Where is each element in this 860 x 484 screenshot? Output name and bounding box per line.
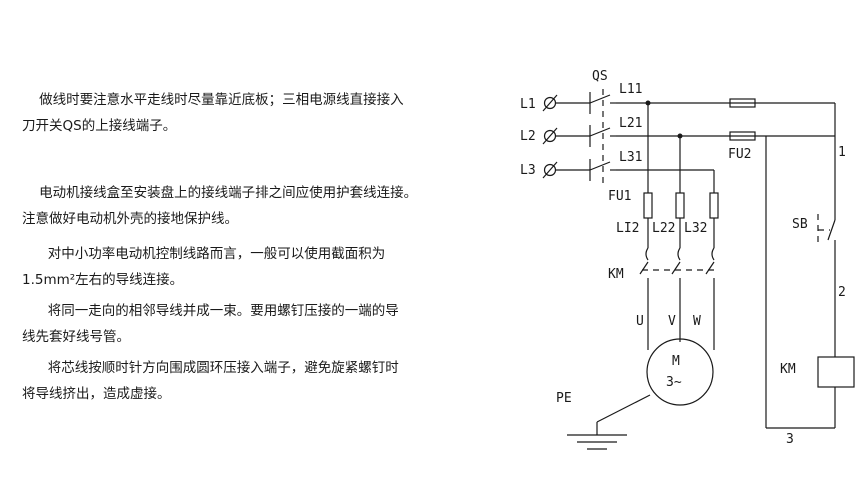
terminal-l3 (542, 161, 558, 179)
paragraph-line: 1.5mm²左右的导线连接。 (22, 272, 184, 288)
paragraph-3: 对中小功率电动机控制线路而言，一般可以使用截面积为 1.5mm²左右的导线连接。 (22, 241, 500, 293)
paragraph-line: 线先套好线号管。 (22, 329, 130, 345)
wire-l32-label: L32 (684, 221, 707, 236)
wire-l12-label: LI2 (616, 221, 639, 236)
paragraph-line: 电动机接线盒至安装盘上的接线端子排之间应使用护套线连接。 (22, 185, 418, 201)
paragraph-4: 将同一走向的相邻导线并成一束。要用螺钉压接的一端的导 线先套好线号管。 (22, 298, 500, 350)
fuse-fu2-bottom (729, 131, 756, 141)
paragraph-2: 电动机接线盒至安装盘上的接线端子排之间应使用护套线连接。 注意做好电动机外壳的接… (22, 180, 500, 232)
knife-switch-qs (589, 89, 616, 184)
wire-1-label: 1 (838, 145, 846, 160)
terminal-u-label: U (636, 314, 644, 329)
terminal-l1 (542, 94, 558, 112)
ground-icon (567, 434, 627, 450)
terminal-v-label: V (668, 314, 676, 329)
pushbutton-sb-icon (817, 214, 836, 248)
switch-qs-label: QS (592, 69, 608, 84)
motor-m-label: M (672, 354, 680, 369)
wire-pe (596, 394, 651, 423)
paragraph-line: 将导线挤出，造成虚接。 (22, 386, 171, 402)
paragraph-line: 注意做好电动机外壳的接地保护线。 (22, 211, 238, 227)
terminal-l3-label: L3 (520, 163, 536, 178)
ground-pe-label: PE (556, 391, 572, 406)
paragraph-line: 将芯线按顺时针方向围成圆环压接入端子，避免旋紧螺钉时 (22, 360, 399, 376)
wire-l11-label: L11 (619, 82, 642, 97)
wire-l22-label: L22 (652, 221, 675, 236)
paragraph-line: 将同一走向的相邻导线并成一束。要用螺钉压接的一端的导 (22, 303, 399, 319)
paragraph-line: 做线时要注意水平走线时尽量靠近底板；三相电源线直接接入 (22, 92, 404, 108)
wire-3-label: 3 (786, 432, 794, 447)
paragraph-line: 刀开关QS的上接线端子。 (22, 118, 177, 134)
fuse-fu2-top (729, 98, 756, 108)
contactor-km-main-contacts (639, 247, 715, 275)
motor-phase-label: 3~ (666, 375, 682, 390)
paragraph-5: 将芯线按顺时针方向围成圆环压接入端子，避免旋紧螺钉时 将导线挤出，造成虚接。 (22, 355, 500, 407)
contactor-km-coil (817, 356, 855, 388)
fuse-fu1 (643, 192, 719, 219)
wire-l21-label: L21 (619, 116, 642, 131)
fuse-fu1-label: FU1 (608, 189, 631, 204)
motor: M 3~ (646, 338, 714, 406)
terminal-l2-label: L2 (520, 129, 536, 144)
terminal-l1-label: L1 (520, 97, 536, 112)
wire-2-label: 2 (838, 285, 846, 300)
button-sb-label: SB (792, 217, 808, 232)
terminal-l2 (542, 127, 558, 145)
contactor-km-contact-label: KM (608, 267, 624, 282)
wiring-diagram: L1 L2 L3 QS L11 L21 L31 FU2 (520, 69, 855, 450)
paragraph-line: 对中小功率电动机控制线路而言，一般可以使用截面积为 (22, 246, 386, 262)
wire-l31-label: L31 (619, 150, 642, 165)
terminal-w-label: W (693, 314, 701, 329)
paragraph-1: 做线时要注意水平走线时尽量靠近底板；三相电源线直接接入 刀开关QS的上接线端子。 (22, 87, 500, 139)
contactor-km-coil-label: KM (780, 362, 796, 377)
fuse-fu2-label: FU2 (728, 147, 751, 162)
